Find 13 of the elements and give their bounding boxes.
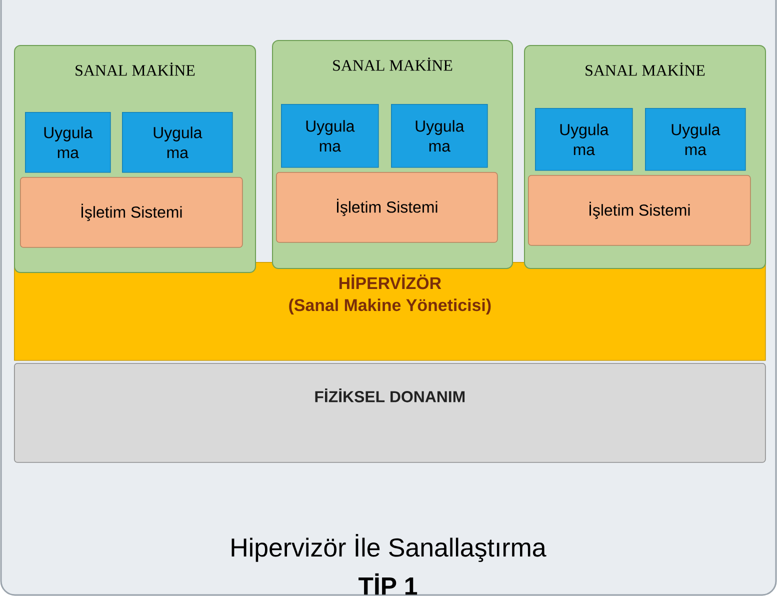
operating-system-box: İşletim Sistemi xyxy=(20,177,243,248)
application-box: Uygula ma xyxy=(122,112,233,173)
application-box: Uygula ma xyxy=(391,104,488,168)
caption: Hipervizör İle Sanallaştırma xyxy=(232,534,546,562)
hypervisor-band: HİPERVİZÖR (Sanal Makine Yöneticisi) xyxy=(14,262,766,361)
operating-system-box: İşletim Sistemi xyxy=(276,172,498,243)
application-box: Uygula ma xyxy=(281,104,379,168)
operating-system-box: İşletim Sistemi xyxy=(528,175,751,246)
application-box: Uygula ma xyxy=(645,108,746,171)
application-box: Uygula ma xyxy=(535,108,633,171)
hardware-band: FİZİKSEL DONANIM xyxy=(14,363,766,463)
type-label: TİP 1 xyxy=(358,573,418,595)
application-box: Uygula ma xyxy=(25,112,111,173)
